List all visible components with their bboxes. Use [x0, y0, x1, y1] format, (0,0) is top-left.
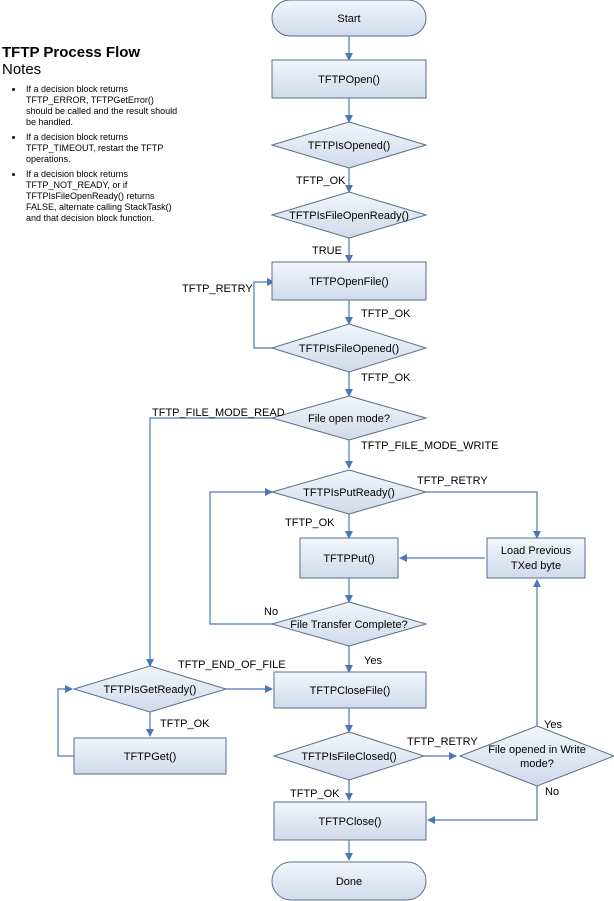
edge-label-mode-read: TFTP_FILE_MODE_READ — [152, 407, 285, 419]
is-file-open-ready-label: TFTPIsFileOpenReady() — [289, 210, 409, 222]
is-get-ready-label: TFTPIsGetReady() — [104, 684, 197, 696]
notes-item: If a decision block returns TFTP_TIMEOUT… — [24, 132, 178, 165]
tftp-open-process — [271, 59, 427, 99]
is-file-closed-decision — [272, 731, 426, 781]
tftp-open-label: TFTPOpen() — [318, 74, 380, 86]
transfer-complete-decision — [270, 601, 428, 647]
transfer-complete-label: File Transfer Complete? — [290, 619, 407, 631]
load-previous-label-line2: TXed byte — [511, 560, 561, 572]
load-previous-process — [486, 537, 586, 579]
edge-label-mode-write: TFTP_FILE_MODE_WRITE — [361, 440, 499, 452]
edge-complete-no — [209, 488, 274, 625]
edge-label-no-write: No — [545, 786, 559, 798]
edge-label-retry-put: TFTP_RETRY — [417, 475, 488, 487]
close-process — [273, 801, 427, 841]
is-opened-decision — [270, 121, 428, 169]
edge-retry-put — [426, 491, 541, 539]
edge-label-no-transfer: No — [264, 606, 278, 618]
edge-label-retry-open: TFTP_RETRY — [182, 283, 253, 295]
close-label: TFTPClose() — [319, 816, 382, 828]
get-process — [73, 737, 227, 775]
edge-write-no — [427, 786, 538, 824]
is-file-closed-label: TFTPIsFileClosed() — [301, 751, 396, 763]
notes-panel: TFTP Process Flow Notes If a decision bl… — [0, 44, 200, 228]
file-open-mode-decision — [270, 395, 428, 441]
edge-label-tftp-ok-2: TFTP_OK — [361, 308, 411, 320]
start-terminator — [271, 0, 427, 37]
write-mode-decision — [458, 725, 614, 787]
is-file-open-ready-decision — [270, 191, 428, 239]
edge-retry-openfile — [253, 278, 275, 349]
is-file-opened-decision — [270, 323, 428, 373]
edge-mode-read — [146, 417, 274, 667]
edge-label-tftp-ok-close: TFTP_OK — [290, 788, 340, 800]
put-label: TFTPPut() — [323, 553, 374, 565]
edge-label-tftp-ok-1: TFTP_OK — [296, 175, 346, 187]
close-file-label: TFTPCloseFile() — [310, 685, 391, 697]
edge-label-end-of-file: TFTP_END_OF_FILE — [178, 659, 286, 671]
edge-label-tftp-ok-put: TFTP_OK — [285, 517, 335, 529]
load-previous-label-line1: Load Previous — [501, 545, 572, 557]
is-put-ready-label: TFTPIsPutReady() — [303, 487, 395, 499]
is-opened-label: TFTPIsOpened() — [308, 140, 391, 152]
edge-label-retry-close: TFTP_RETRY — [407, 736, 478, 748]
is-get-ready-decision — [72, 665, 228, 713]
notes-list: If a decision block returns TFTP_ERROR, … — [0, 84, 200, 224]
done-terminator — [271, 861, 427, 901]
edge-label-tftp-ok-3: TFTP_OK — [361, 372, 411, 384]
write-mode-label-line1: File opened in Write — [488, 744, 586, 756]
close-file-process — [273, 671, 427, 709]
done-label: Done — [336, 876, 362, 888]
put-process — [299, 537, 399, 579]
open-file-label: TFTPOpenFile() — [309, 276, 388, 288]
edge-label-tftp-ok-get: TFTP_OK — [160, 718, 210, 730]
edge-labels: TFTP_OK TRUE TFTP_RETRY TFTP_OK TFTP_OK … — [152, 175, 562, 800]
is-put-ready-decision — [270, 469, 428, 515]
file-open-mode-label: File open mode? — [308, 413, 390, 425]
is-file-opened-label: TFTPIsFileOpened() — [299, 343, 399, 355]
edge-label-yes-write: Yes — [544, 719, 562, 731]
write-mode-label-line2: mode? — [520, 758, 554, 770]
edge-label-true: TRUE — [312, 245, 342, 257]
start-label: Start — [337, 13, 360, 25]
notes-subtitle: Notes — [2, 61, 42, 78]
get-label: TFTPGet() — [124, 751, 177, 763]
edge-label-yes-transfer: Yes — [364, 655, 382, 667]
notes-title: TFTP Process Flow — [2, 44, 141, 61]
notes-item: If a decision block returns TFTP_ERROR, … — [24, 84, 178, 128]
edge-get-getready — [57, 685, 74, 757]
nodes: Start TFTPOpen() TFTPIsOpened() TFTPIsFi… — [72, 0, 614, 901]
edges — [57, 36, 541, 861]
open-file-process — [271, 261, 427, 301]
notes-item: If a decision block returns TFTP_NOT_REA… — [24, 169, 178, 224]
